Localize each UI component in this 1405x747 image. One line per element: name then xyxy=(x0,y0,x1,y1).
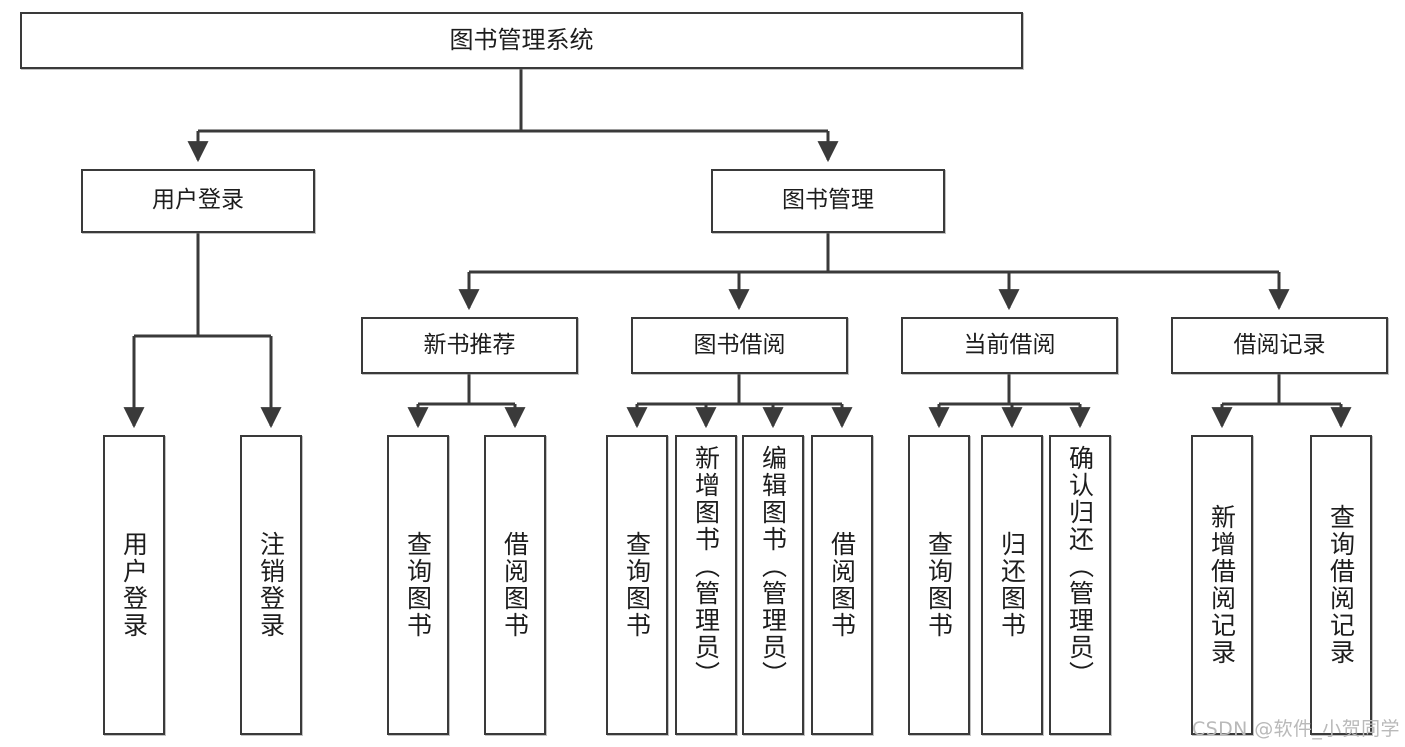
leaf-query-book-current[interactable]: 查询图书 xyxy=(908,435,970,735)
leaf-query-borrow-record-label: 查询借阅记录 xyxy=(1326,504,1356,666)
node-user-login[interactable]: 用户登录 xyxy=(81,169,315,233)
node-current-borrow-label: 当前借阅 xyxy=(963,331,1056,358)
leaf-user-logout-label: 注销登录 xyxy=(256,531,286,639)
leaf-edit-book-admin[interactable]: 编辑图书（管理员） xyxy=(742,435,804,735)
leaf-query-book-borrow-label: 查询图书 xyxy=(622,531,652,639)
node-borrow-record[interactable]: 借阅记录 xyxy=(1171,317,1388,374)
node-current-borrow[interactable]: 当前借阅 xyxy=(901,317,1118,374)
leaf-user-logout[interactable]: 注销登录 xyxy=(240,435,302,735)
leaf-query-book-current-label: 查询图书 xyxy=(924,531,954,639)
node-root-label: 图书管理系统 xyxy=(449,26,594,55)
leaf-user-login-label: 用户登录 xyxy=(119,531,149,639)
node-book-manage[interactable]: 图书管理 xyxy=(711,169,945,233)
leaf-return-book[interactable]: 归还图书 xyxy=(981,435,1043,735)
leaf-confirm-return-admin-label: 确认归还（管理员） xyxy=(1065,445,1095,688)
leaf-borrow-book-label: 借阅图书 xyxy=(827,531,857,639)
node-borrow-record-label: 借阅记录 xyxy=(1233,331,1326,358)
leaf-add-borrow-record-label: 新增借阅记录 xyxy=(1207,504,1237,666)
node-book-borrow-label: 图书借阅 xyxy=(693,331,786,358)
node-new-book-recommendation-label: 新书推荐 xyxy=(423,331,516,358)
leaf-query-book-recommendation-label: 查询图书 xyxy=(403,531,433,639)
leaf-query-book-borrow[interactable]: 查询图书 xyxy=(606,435,668,735)
node-book-manage-label: 图书管理 xyxy=(782,187,874,214)
node-root[interactable]: 图书管理系统 xyxy=(20,12,1023,69)
leaf-return-book-label: 归还图书 xyxy=(997,531,1027,639)
leaf-user-login[interactable]: 用户登录 xyxy=(103,435,165,735)
csdn-watermark: CSDN @软件_小贺同学 xyxy=(1192,718,1400,740)
leaf-add-book-admin[interactable]: 新增图书（管理员） xyxy=(675,435,737,735)
node-new-book-recommendation[interactable]: 新书推荐 xyxy=(361,317,578,374)
leaf-edit-book-admin-label: 编辑图书（管理员） xyxy=(758,445,788,688)
leaf-query-borrow-record[interactable]: 查询借阅记录 xyxy=(1310,435,1372,735)
leaf-add-borrow-record[interactable]: 新增借阅记录 xyxy=(1191,435,1253,735)
leaf-add-book-admin-label: 新增图书（管理员） xyxy=(691,445,721,688)
node-user-login-label: 用户登录 xyxy=(152,187,244,214)
leaf-borrow-book-recommendation-label: 借阅图书 xyxy=(500,531,530,639)
leaf-confirm-return-admin[interactable]: 确认归还（管理员） xyxy=(1049,435,1111,735)
leaf-query-book-recommendation[interactable]: 查询图书 xyxy=(387,435,449,735)
leaf-borrow-book-recommendation[interactable]: 借阅图书 xyxy=(484,435,546,735)
leaf-borrow-book[interactable]: 借阅图书 xyxy=(811,435,873,735)
node-book-borrow[interactable]: 图书借阅 xyxy=(631,317,848,374)
